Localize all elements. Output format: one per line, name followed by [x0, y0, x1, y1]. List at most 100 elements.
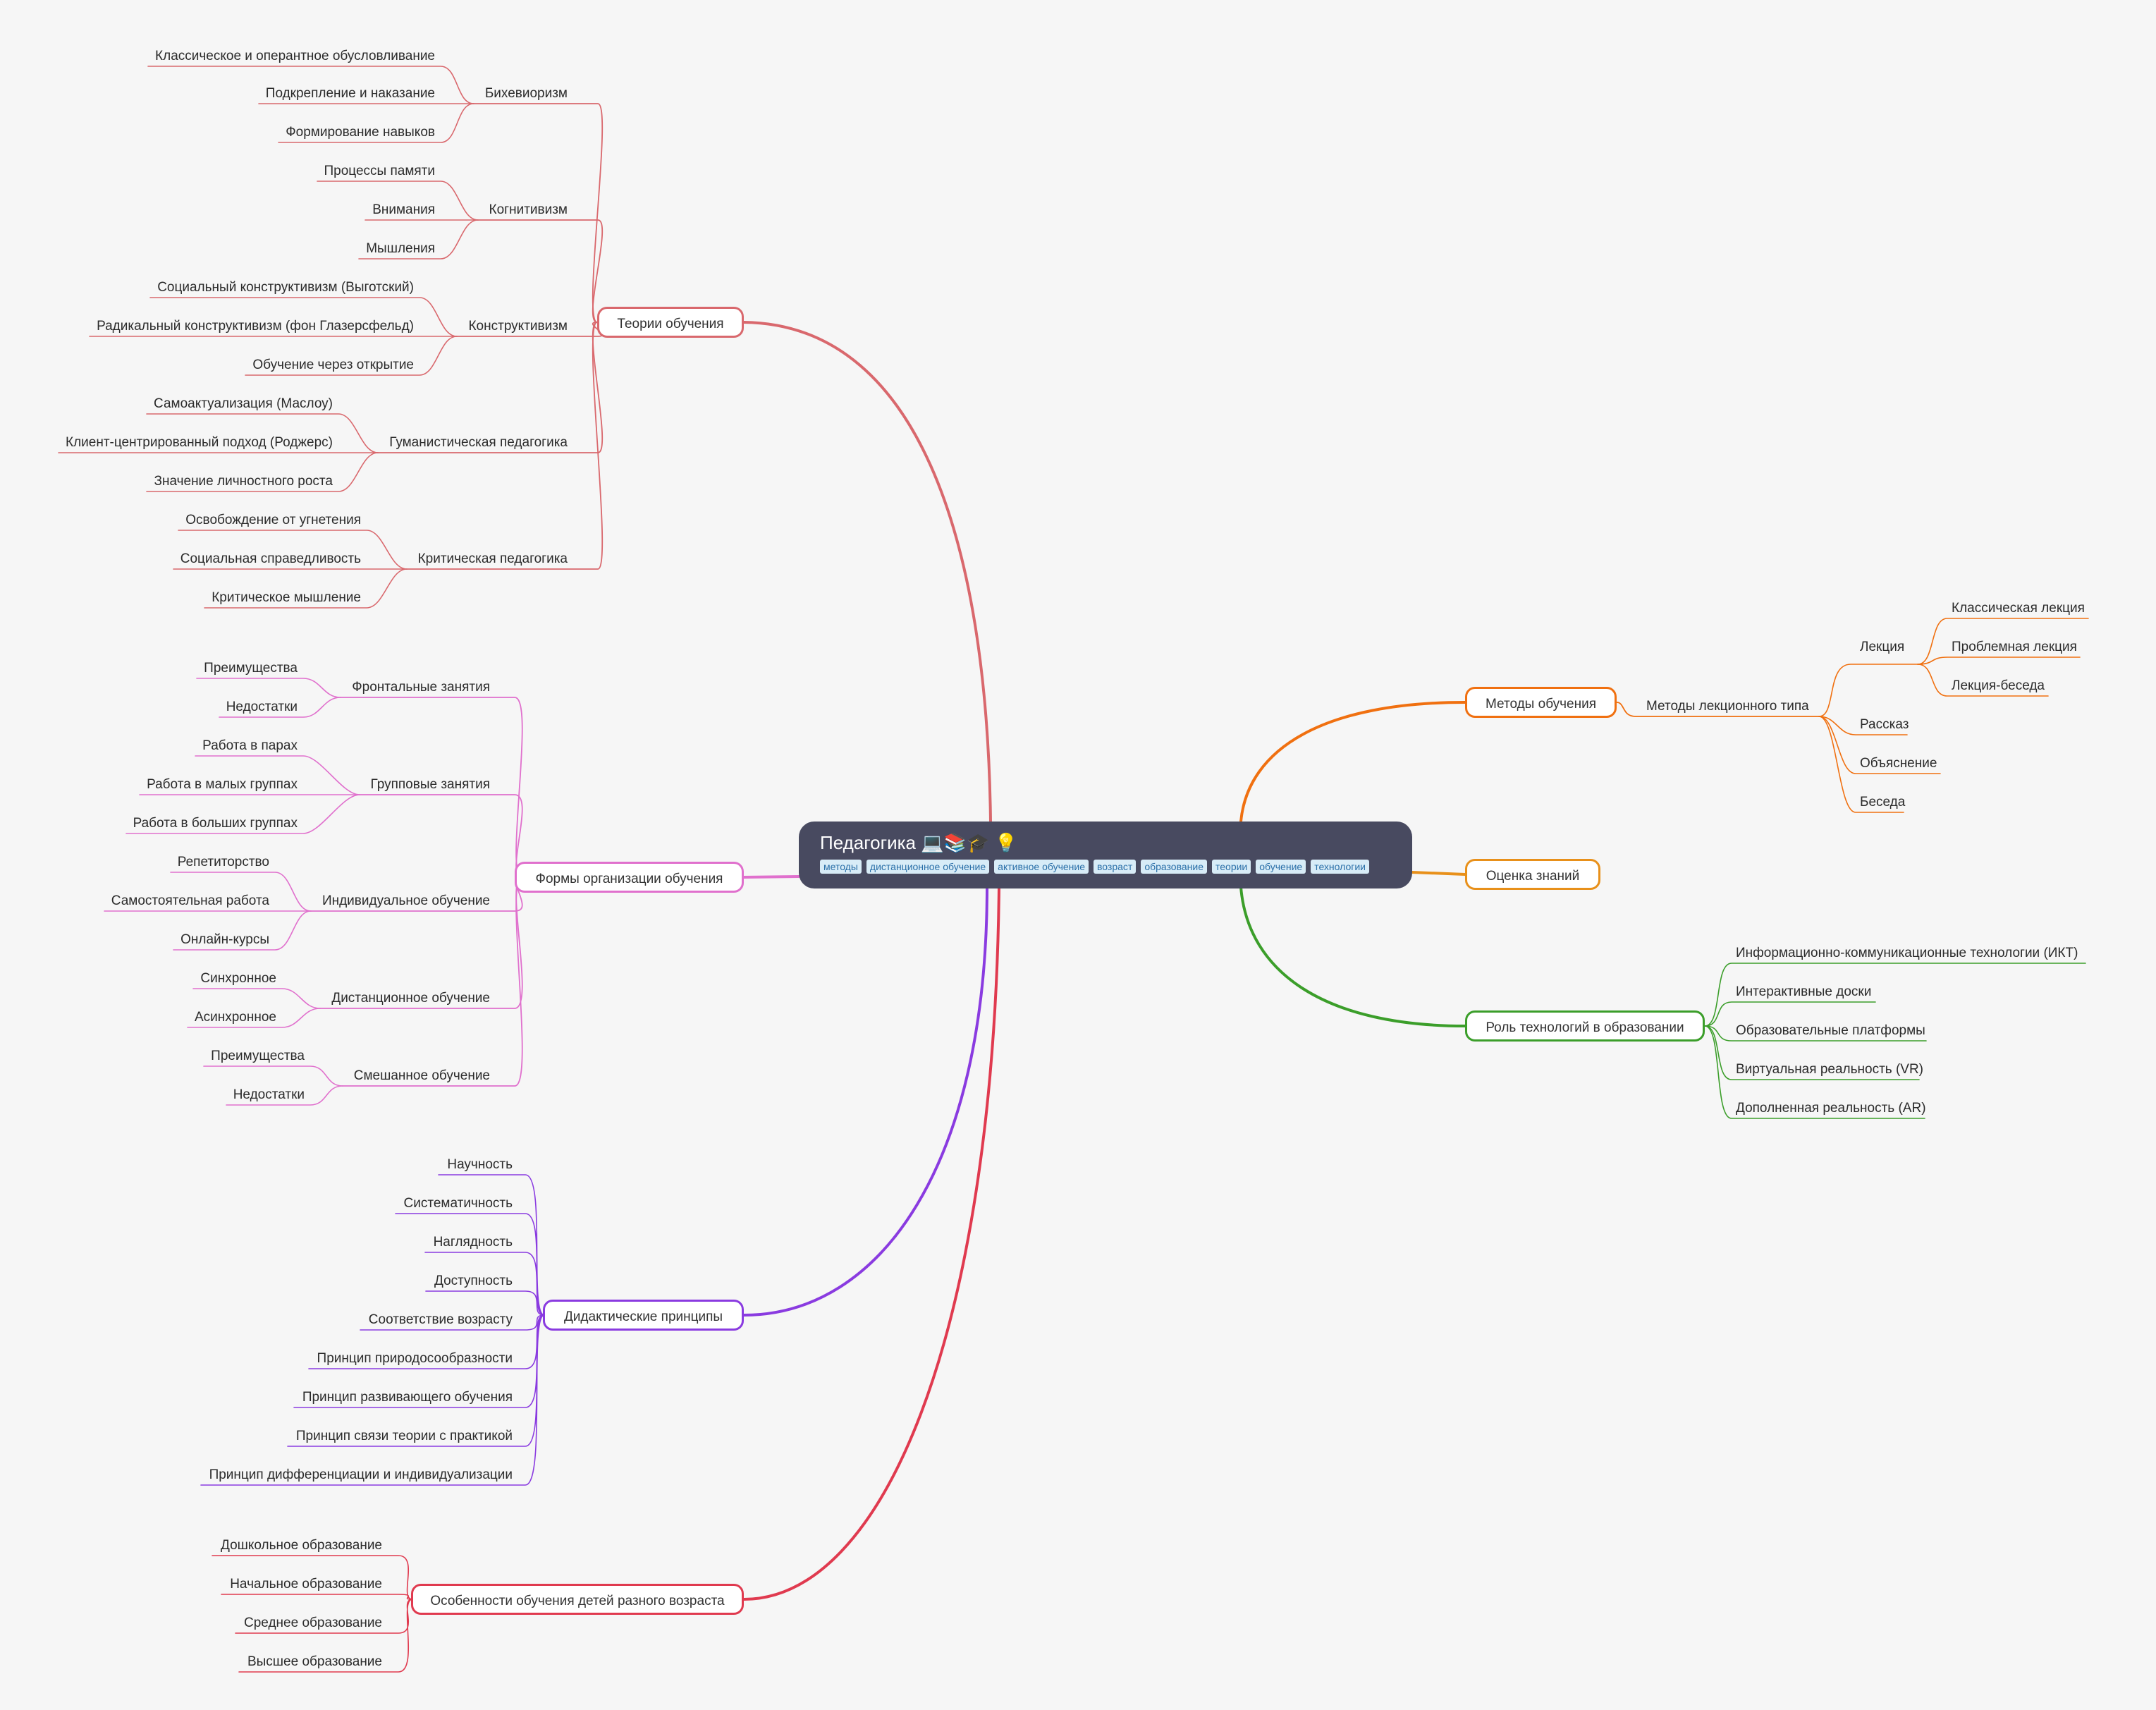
leaf-label[interactable]: Начальное образование: [230, 1577, 382, 1592]
tag[interactable]: дистанционное обучение: [866, 860, 990, 874]
connector-line: [425, 1290, 545, 1316]
leaf-label[interactable]: Беседа: [1860, 795, 1906, 810]
leaf-label[interactable]: Онлайн-курсы: [180, 932, 269, 947]
leaf-label[interactable]: Процессы памяти: [324, 164, 435, 178]
leaf-label[interactable]: Принцип связи теории с практикой: [295, 1429, 513, 1443]
leaf-label[interactable]: Недостатки: [233, 1087, 305, 1102]
leaf-label[interactable]: Наглядность: [433, 1235, 513, 1250]
branch-forms[interactable]: Формы организации обучения: [515, 862, 744, 893]
leaf-label[interactable]: Систематичность: [403, 1196, 513, 1211]
leaf-label[interactable]: Интерактивные доски: [1736, 984, 1872, 999]
leaf-label[interactable]: Доступность: [434, 1274, 513, 1288]
leaf-label[interactable]: Проблемная лекция: [1952, 640, 2077, 654]
subtopic-label[interactable]: Смешанное обучение: [353, 1068, 490, 1083]
leaf-label[interactable]: Социальный конструктивизм (Выготский): [157, 280, 414, 295]
connector-line: [1704, 1025, 1925, 1119]
tag[interactable]: образование: [1141, 860, 1207, 874]
connector-line: [278, 103, 474, 143]
leaf-label[interactable]: Подкрепление и наказание: [265, 86, 435, 101]
leaf-label[interactable]: Работа в малых группах: [147, 777, 298, 792]
branch-age[interactable]: Особенности обучения детей разного возра…: [411, 1584, 744, 1615]
leaf-label[interactable]: Социальная справедливость: [180, 551, 361, 566]
leaf-label[interactable]: Среднее образование: [244, 1616, 382, 1630]
branch-theories[interactable]: Теории обучения: [597, 307, 744, 338]
tag[interactable]: методы: [820, 860, 862, 874]
connector-line: [195, 755, 360, 795]
leaf-label[interactable]: Недостатки: [226, 700, 298, 714]
leaf-label[interactable]: Научность: [447, 1157, 513, 1172]
tag[interactable]: возраст: [1094, 860, 1137, 874]
subtopic-label[interactable]: Лекция: [1860, 640, 1905, 654]
branch-principles[interactable]: Дидактические принципы: [543, 1300, 744, 1331]
connector-line: [219, 697, 341, 718]
leaf-label[interactable]: Внимания: [372, 202, 435, 217]
leaf-label[interactable]: Радикальный конструктивизм (фон Глазерсф…: [97, 319, 414, 334]
connector-line: [203, 1065, 343, 1087]
connector-line: [287, 1314, 545, 1447]
subtopic-label[interactable]: Критическая педагогика: [417, 551, 568, 566]
subtopic-label[interactable]: Индивидуальное обучение: [321, 893, 490, 908]
root-topic[interactable]: Педагогика 💻📚🎓 💡 методы дистанционное об…: [799, 822, 1412, 888]
leaf-label[interactable]: Преимущества: [204, 661, 298, 676]
subtopic-label[interactable]: Конструктивизм: [468, 319, 568, 334]
connector-line: [424, 1252, 545, 1316]
leaf-label[interactable]: Классическое и оперантное обусловливание: [155, 49, 435, 63]
subtopic-label[interactable]: Дистанционное обучение: [331, 991, 490, 1006]
tag[interactable]: активное обучение: [994, 860, 1089, 874]
connector-line: [1818, 716, 1908, 735]
subtopic-label[interactable]: Гуманистическая педагогика: [389, 435, 568, 450]
connector-line: [226, 1085, 343, 1106]
leaf-label[interactable]: Преимущества: [211, 1049, 305, 1063]
leaf-label[interactable]: Значение личностного роста: [154, 474, 333, 489]
connector-line: [192, 988, 321, 1009]
tag[interactable]: теории: [1212, 860, 1251, 874]
leaf-label[interactable]: Принцип природосообразности: [317, 1351, 513, 1366]
leaf-label[interactable]: Работа в парах: [202, 738, 298, 753]
leaf-label[interactable]: Самоактуализация (Маслоу): [154, 396, 333, 411]
branch-methods[interactable]: Методы обучения: [1465, 687, 1617, 718]
branch-line-methods: [1239, 701, 1466, 823]
root-title: Педагогика 💻📚🎓 💡: [820, 832, 1017, 853]
leaf-label[interactable]: Классическая лекция: [1952, 601, 2085, 616]
leaf-label[interactable]: Критическое мышление: [212, 590, 361, 605]
subtopic-label[interactable]: Фронтальные занятия: [352, 680, 490, 695]
branch-line-assessment: [1411, 871, 1466, 876]
branch-assessment[interactable]: Оценка знаний: [1465, 859, 1600, 890]
leaf-label[interactable]: Виртуальная реальность (VR): [1736, 1062, 1923, 1077]
leaf-label[interactable]: Принцип дифференциации и индивидуализаци…: [209, 1467, 513, 1482]
leaf-label[interactable]: Мышления: [366, 241, 435, 256]
leaf-label[interactable]: Принцип развивающего обучения: [302, 1390, 513, 1405]
leaf-label[interactable]: Обучение через открытие: [252, 358, 414, 372]
leaf-label[interactable]: Асинхронное: [194, 1010, 276, 1025]
connector-line: [146, 413, 379, 453]
leaf-label[interactable]: Освобождение от угнетения: [185, 513, 361, 527]
subtopic-label[interactable]: Методы лекционного типа: [1646, 699, 1809, 714]
tag[interactable]: технологии: [1311, 860, 1369, 874]
leaf-label[interactable]: Дошкольное образование: [220, 1538, 382, 1553]
leaf-label[interactable]: Объяснение: [1860, 756, 1937, 771]
leaf-label[interactable]: Лекция-беседа: [1952, 678, 2045, 693]
connector-line: [238, 1599, 413, 1673]
leaf-label[interactable]: Информационно-коммуникационные технологи…: [1736, 946, 2078, 960]
leaf-label[interactable]: Клиент-центрированный подход (Роджерс): [66, 435, 333, 450]
leaf-label[interactable]: Соответствие возрасту: [368, 1312, 513, 1327]
leaf-label[interactable]: Самостоятельная работа: [111, 893, 269, 908]
leaf-label[interactable]: Работа в больших группах: [133, 816, 298, 831]
leaf-label[interactable]: Репетиторство: [177, 855, 269, 869]
subtopic-label[interactable]: Когнитивизм: [489, 202, 568, 217]
connector-line: [1818, 664, 1918, 717]
connector-line: [235, 1599, 413, 1634]
leaf-label[interactable]: Рассказ: [1860, 717, 1909, 732]
leaf-label[interactable]: Высшее образование: [247, 1654, 382, 1669]
leaf-label[interactable]: Синхронное: [200, 971, 276, 986]
connector-line: [406, 322, 604, 570]
connector-line: [1704, 1001, 1876, 1027]
connector-line: [212, 1555, 413, 1600]
subtopic-label[interactable]: Бихевиоризм: [484, 86, 568, 101]
leaf-label[interactable]: Дополненная реальность (AR): [1736, 1101, 1926, 1116]
tag[interactable]: обучение: [1256, 860, 1306, 874]
subtopic-label[interactable]: Групповые занятия: [370, 777, 490, 792]
leaf-label[interactable]: Формирование навыков: [286, 125, 435, 140]
leaf-label[interactable]: Образовательные платформы: [1736, 1023, 1925, 1038]
branch-tech[interactable]: Роль технологий в образовании: [1465, 1010, 1705, 1042]
